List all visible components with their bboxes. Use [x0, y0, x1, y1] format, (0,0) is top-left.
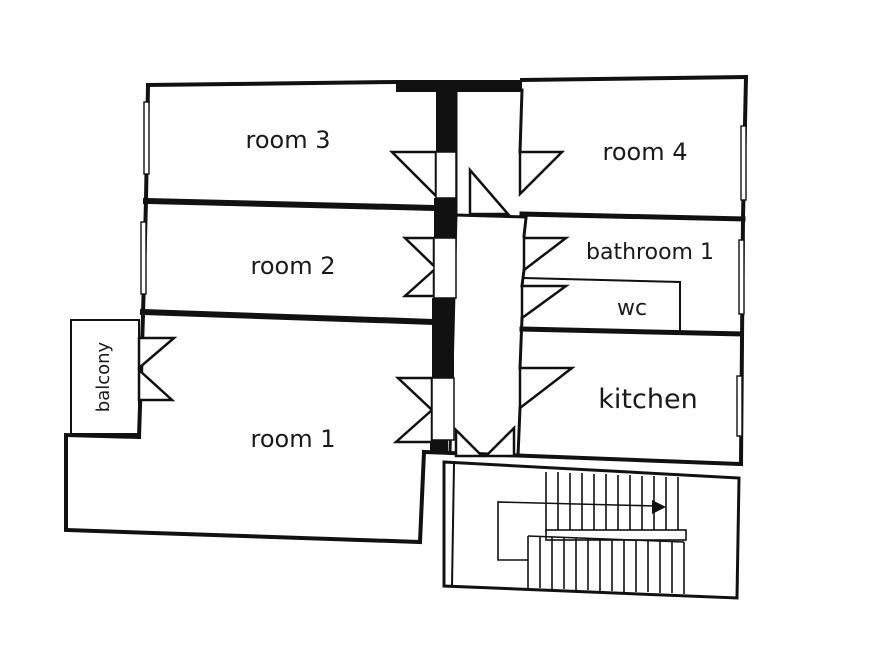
label-room1: room 1: [251, 425, 336, 453]
stair-arrowhead-icon: [652, 500, 666, 514]
stair-direction-arrow: [497, 501, 657, 561]
door-openings: [431, 151, 457, 441]
doors: [137, 150, 576, 458]
balcony-outline: [70, 319, 140, 435]
room-labels: room 3 room 4 room 2 bathroom 1 wc kitch…: [93, 126, 714, 453]
door-room2-upper: [401, 236, 436, 269]
label-bathroom1: bathroom 1: [586, 240, 714, 265]
label-balcony: balcony: [93, 341, 114, 412]
door-entrance-right: [482, 424, 516, 458]
interior-walls: [139, 88, 746, 458]
label-kitchen: kitchen: [598, 384, 697, 415]
door-entrance-left: [454, 426, 486, 458]
door-room3: [388, 150, 438, 200]
door-balcony-lower: [137, 367, 176, 402]
door-room4: [518, 150, 566, 198]
door-room1-upper: [394, 376, 434, 413]
door-hall-top: [468, 166, 511, 216]
label-wc: wc: [617, 296, 647, 321]
door-bathroom: [522, 236, 570, 273]
door-wc: [520, 284, 570, 321]
stair-treads-upper: [545, 472, 679, 532]
staircase: [442, 460, 741, 600]
door-room1-lower: [392, 407, 434, 444]
label-room4: room 4: [603, 138, 688, 166]
windows: [140, 101, 747, 437]
door-balcony-upper: [137, 336, 178, 371]
door-kitchen: [518, 366, 576, 411]
label-room3: room 3: [246, 126, 331, 154]
door-room2-lower: [401, 267, 436, 298]
label-room2: room 2: [251, 252, 336, 280]
stair-treads-lower: [527, 535, 685, 594]
